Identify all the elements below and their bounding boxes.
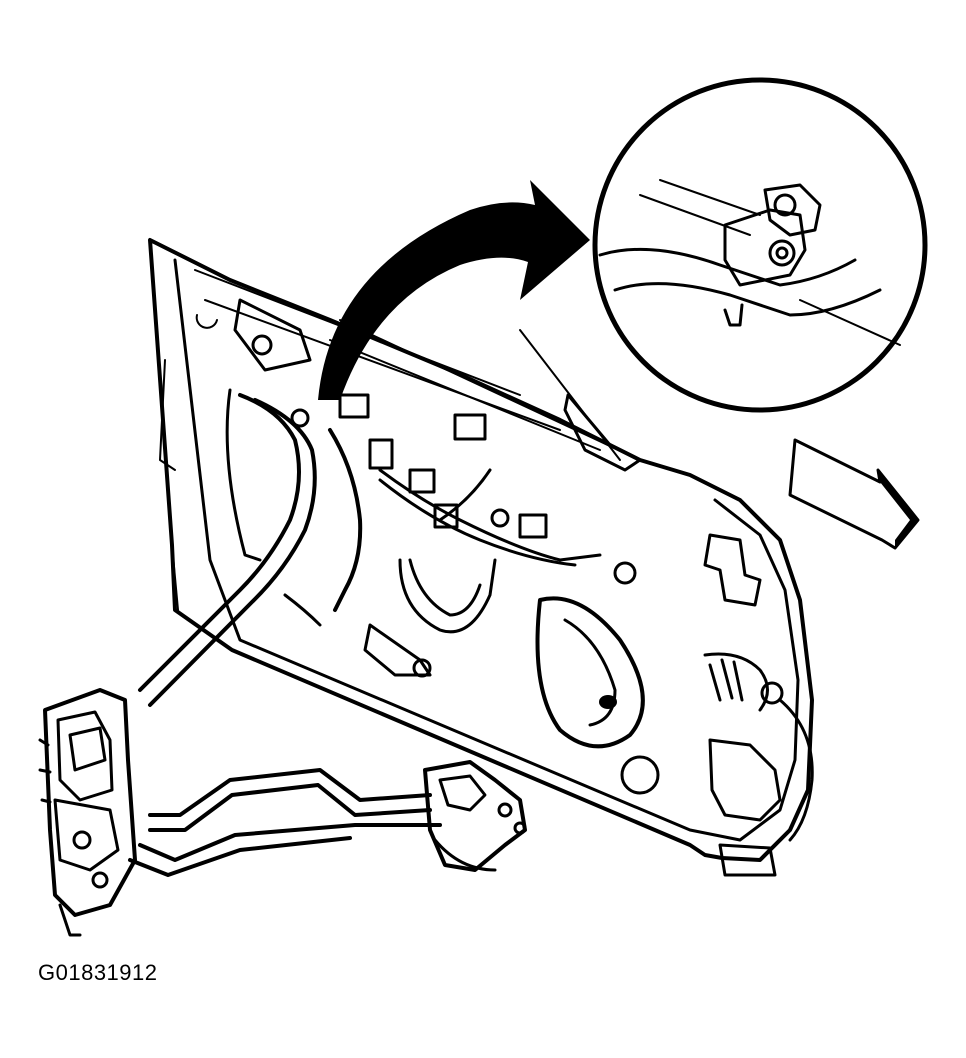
door-lock-actuator bbox=[38, 688, 137, 937]
figure-code: G01831912 bbox=[38, 960, 158, 985]
door-hinge-check-strap bbox=[703, 533, 814, 877]
outside-handle-assembly bbox=[423, 760, 527, 872]
callout-arrow bbox=[318, 180, 590, 400]
speaker-opening bbox=[535, 596, 645, 749]
door-inner-panel bbox=[148, 238, 814, 862]
vehicle-front-direction-arrow bbox=[788, 438, 920, 550]
inset-magnified-rod-clip bbox=[592, 77, 928, 413]
door-wiring-harness bbox=[283, 393, 602, 634]
lock-rod-cables bbox=[128, 393, 442, 877]
